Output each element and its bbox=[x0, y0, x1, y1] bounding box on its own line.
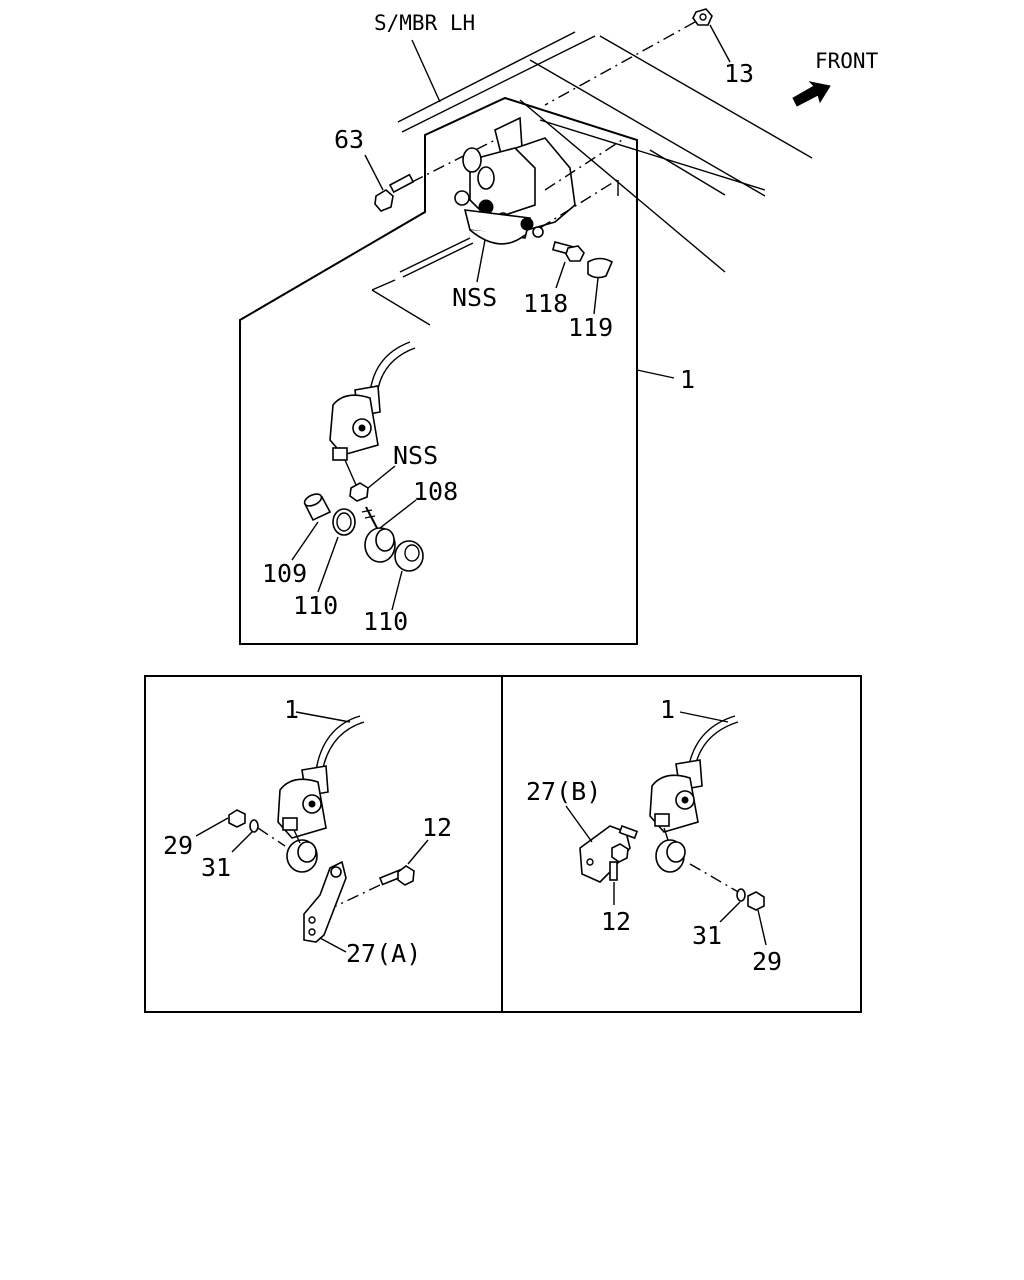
left-callout-12: 12 bbox=[422, 813, 452, 842]
right-detail-panel bbox=[579, 715, 765, 911]
bolt-63-icon bbox=[374, 173, 415, 212]
callout-110b: 110 bbox=[363, 607, 408, 636]
right-callout-12: 12 bbox=[601, 907, 631, 936]
callout-nss-lower: NSS bbox=[393, 441, 438, 470]
nut-13-icon bbox=[692, 8, 713, 26]
member-label: S/MBR LH bbox=[374, 11, 475, 35]
callout-13: 13 bbox=[724, 59, 754, 88]
callout-109: 109 bbox=[262, 559, 307, 588]
callout-108: 108 bbox=[413, 477, 458, 506]
callout-119: 119 bbox=[568, 313, 613, 342]
right-callout-31: 31 bbox=[692, 921, 722, 950]
side-member-frame bbox=[397, 31, 813, 273]
callout-118: 118 bbox=[523, 289, 568, 318]
left-callout-27a: 27(A) bbox=[346, 939, 421, 968]
bushing-110b-icon bbox=[394, 540, 424, 572]
right-callout-29: 29 bbox=[752, 947, 782, 976]
callout-110a: 110 bbox=[293, 591, 338, 620]
front-arrow-icon bbox=[792, 81, 831, 107]
left-callout-29: 29 bbox=[163, 831, 193, 860]
left-callout-31: 31 bbox=[201, 853, 231, 882]
callout-nss-upper: NSS bbox=[452, 283, 497, 312]
callout-1: 1 bbox=[680, 365, 695, 394]
cap-119-icon bbox=[587, 257, 614, 279]
bolt-118-icon bbox=[551, 241, 585, 262]
control-rod bbox=[399, 237, 471, 273]
bushing-109-icon bbox=[303, 493, 332, 522]
left-detail-panel bbox=[228, 715, 415, 943]
nut-nss-lower-icon bbox=[349, 482, 369, 502]
height-sensor-lower bbox=[329, 341, 416, 461]
left-callout-1: 1 bbox=[284, 695, 299, 724]
right-callout-1: 1 bbox=[660, 695, 675, 724]
assembly-outline bbox=[239, 96, 638, 645]
front-label: FRONT bbox=[815, 49, 879, 73]
right-callout-27b: 27(B) bbox=[526, 777, 601, 806]
callout-63: 63 bbox=[334, 125, 364, 154]
washer-110a-icon bbox=[332, 508, 356, 536]
leveling-valve-body bbox=[454, 116, 576, 245]
ball-stud-108-icon bbox=[361, 506, 396, 563]
